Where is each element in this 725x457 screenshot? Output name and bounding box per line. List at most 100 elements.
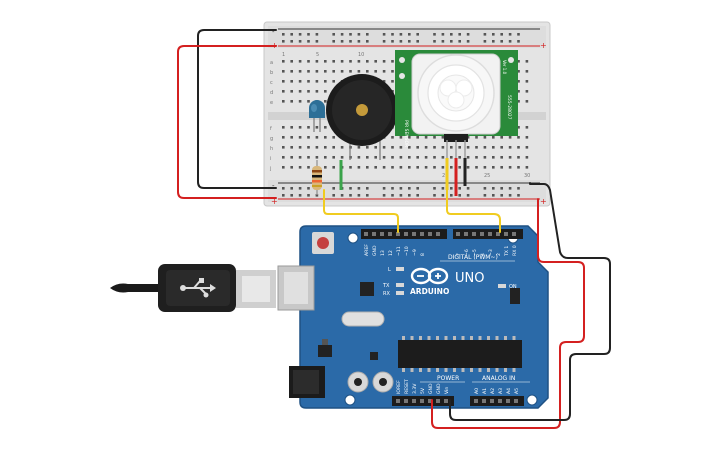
hole <box>340 60 344 63</box>
hole <box>324 166 327 169</box>
wire-red-left-rail[interactable] <box>177 45 277 199</box>
hole <box>424 156 428 159</box>
hole <box>433 194 436 197</box>
hole <box>282 166 285 169</box>
hole <box>517 194 520 197</box>
hole <box>290 80 293 83</box>
hole <box>436 336 439 340</box>
wire-red-5v[interactable] <box>431 198 585 429</box>
hole <box>480 232 484 236</box>
pin-label-reset: RESET <box>404 379 410 394</box>
hole <box>315 126 319 129</box>
hole <box>298 146 302 149</box>
hole <box>307 40 310 43</box>
hole <box>482 399 486 403</box>
hole <box>416 33 419 36</box>
hole <box>357 70 361 73</box>
hole <box>517 80 520 83</box>
row-letter-g: g <box>270 136 273 142</box>
pir-sensor[interactable]: PIR SENSOR 555-28027 Ver 1.0 <box>395 50 518 158</box>
hole <box>324 80 327 83</box>
hole <box>483 166 487 169</box>
hole <box>416 146 419 149</box>
wire-yellow-pir-pin2[interactable] <box>446 189 501 233</box>
hole <box>500 33 503 36</box>
hole <box>340 40 344 43</box>
hole <box>506 399 510 403</box>
hole <box>444 336 448 340</box>
hole <box>453 336 456 340</box>
hole <box>282 60 285 63</box>
hole <box>315 90 319 93</box>
hole <box>416 136 419 139</box>
row-letter-d: d <box>270 90 273 96</box>
hole <box>441 136 445 139</box>
hole <box>483 156 487 159</box>
hole <box>298 187 302 190</box>
hole <box>428 399 432 403</box>
hole <box>517 100 520 103</box>
hole <box>508 33 512 36</box>
wire-black-left-rail[interactable] <box>197 29 277 189</box>
hole <box>525 80 529 83</box>
hole <box>525 70 529 73</box>
hole <box>466 33 470 36</box>
hole <box>450 166 453 169</box>
hole <box>500 156 503 159</box>
usb-cable[interactable] <box>110 264 276 312</box>
blue-led[interactable] <box>309 100 325 132</box>
hole <box>349 33 352 36</box>
row-letter-h: h <box>270 146 273 152</box>
row-letter-a: a <box>270 60 273 66</box>
hole <box>332 33 335 36</box>
hole <box>508 146 512 149</box>
hole <box>282 126 285 129</box>
hole <box>508 136 512 139</box>
hole <box>517 146 520 149</box>
hole <box>487 336 490 340</box>
hole <box>466 194 470 197</box>
hole <box>298 136 302 139</box>
hole <box>500 146 503 149</box>
pin-label-a1: A1 <box>482 388 488 394</box>
resistor[interactable] <box>312 160 322 195</box>
hole <box>450 187 453 190</box>
hole <box>500 187 503 190</box>
hole <box>349 40 352 43</box>
hole <box>332 166 335 169</box>
col-number-20: 20 <box>442 173 448 179</box>
led-l <box>396 267 404 271</box>
hole <box>492 194 495 197</box>
hole <box>298 40 302 43</box>
hole <box>408 187 411 190</box>
col-number-25: 25 <box>484 173 490 179</box>
hole <box>282 90 285 93</box>
hole <box>416 156 419 159</box>
hole <box>282 146 285 149</box>
led-rx <box>396 291 404 295</box>
hole <box>441 194 445 197</box>
hole <box>408 136 411 139</box>
hole <box>282 187 285 190</box>
hole <box>340 33 344 36</box>
hole <box>517 60 520 63</box>
hole <box>458 166 461 169</box>
hole <box>508 156 512 159</box>
hole <box>436 232 440 236</box>
hole <box>382 80 386 83</box>
wire-yellow-led-pin13[interactable] <box>323 189 399 233</box>
piezo-buzzer[interactable] <box>326 74 398 160</box>
hole <box>517 40 520 43</box>
wire-black-gnd[interactable] <box>449 182 611 421</box>
hole <box>391 136 394 139</box>
hole <box>441 187 445 190</box>
hole <box>427 336 431 340</box>
hole <box>307 60 310 63</box>
hole <box>441 33 445 36</box>
hole <box>391 80 394 83</box>
hole <box>332 60 335 63</box>
hole <box>282 100 285 103</box>
pin-label-5v: 5V <box>420 387 426 394</box>
arduino-uno-board[interactable]: L TX RX ON ARDUINO UNO DIGITAL (PWM~) PO… <box>277 225 549 409</box>
hole <box>298 156 302 159</box>
